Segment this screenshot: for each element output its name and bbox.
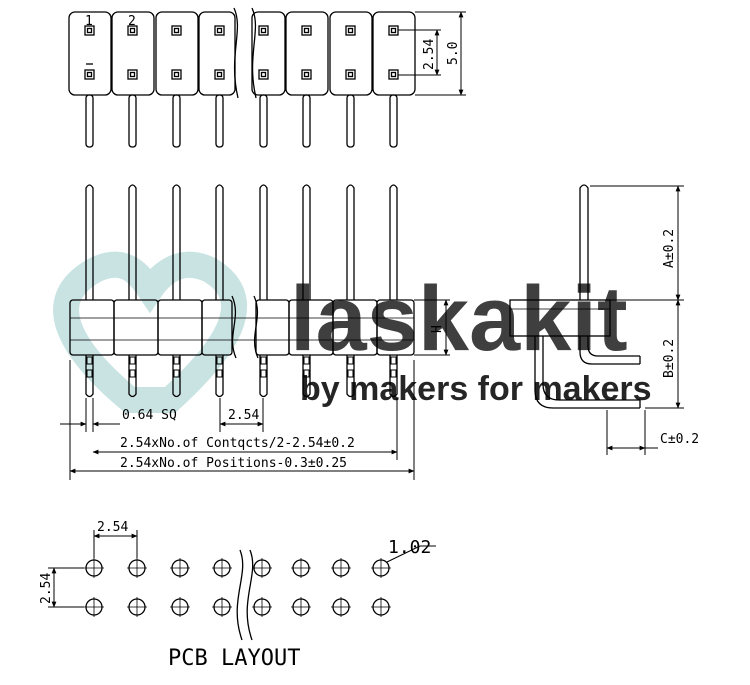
dim-c: C±0.2: [660, 432, 699, 447]
dim-positions-formula: 2.54xNo.of Positions-0.3±0.25: [120, 456, 347, 471]
pcb-hole-centerlines: [84, 558, 391, 617]
dim-pitch-vertical: 2.54: [422, 39, 437, 70]
pcb-layout-title: PCB LAYOUT: [168, 646, 300, 671]
front-view: [60, 184, 450, 480]
front-view-break-line-2: [253, 295, 259, 359]
dim-a: A±0.2: [662, 229, 677, 268]
pcb-layout: [48, 530, 436, 641]
dim-pin-size: 0.64 SQ: [122, 408, 177, 423]
pcb-break-line: [236, 549, 244, 641]
front-view-pin-details: [86, 356, 397, 378]
watermark-brand: laskakit: [290, 268, 628, 370]
pcb-dim-lines: [48, 530, 436, 608]
dim-pcb-pitch-x: 2.54: [97, 520, 128, 535]
top-view-break-line: [233, 7, 239, 99]
dim-height-5: 5.0: [446, 42, 461, 65]
pin-label-1: 1: [85, 14, 93, 29]
front-view-housing: [69, 299, 415, 356]
front-view-h-dim: [414, 299, 450, 356]
front-view-upper-pins: [85, 184, 398, 300]
watermark-tagline: by makers for makers: [300, 370, 652, 408]
front-view-break-line: [231, 295, 237, 359]
watermark: laskakit by makers for makers: [53, 251, 652, 413]
side-view-dim-lines: [590, 185, 684, 455]
dim-pcb-pitch-y: 2.54: [39, 573, 54, 604]
top-view-pins: [85, 94, 398, 148]
pin-label-2: 2: [128, 14, 136, 29]
watermark-heart-logo: [53, 251, 247, 413]
dim-contacts-formula: 2.54xNo.of Contqcts/2-2.54±0.2: [120, 436, 355, 451]
pcb-break-line-2: [246, 549, 254, 641]
top-view-pads: [84, 25, 399, 80]
top-view-dim-lines: [398, 11, 466, 96]
top-view-bodies: [68, 11, 416, 96]
dim-front-pitch: 2.54: [228, 408, 259, 423]
side-view-lower-bent-pin: [534, 336, 641, 409]
top-view-break-line-2: [251, 7, 257, 99]
side-view: [509, 184, 684, 455]
side-view-housing: [509, 299, 611, 337]
dim-pcb-hole: 1.02: [388, 537, 431, 558]
front-view-lower-pins: [85, 355, 398, 398]
front-view-dim-lines: [60, 421, 415, 474]
side-view-vertical-pin: [579, 184, 589, 300]
dim-header-height: H: [430, 325, 445, 333]
dim-b: B±0.2: [662, 339, 677, 378]
top-view: [68, 7, 466, 148]
side-view-upper-bent-pin: [579, 336, 641, 365]
